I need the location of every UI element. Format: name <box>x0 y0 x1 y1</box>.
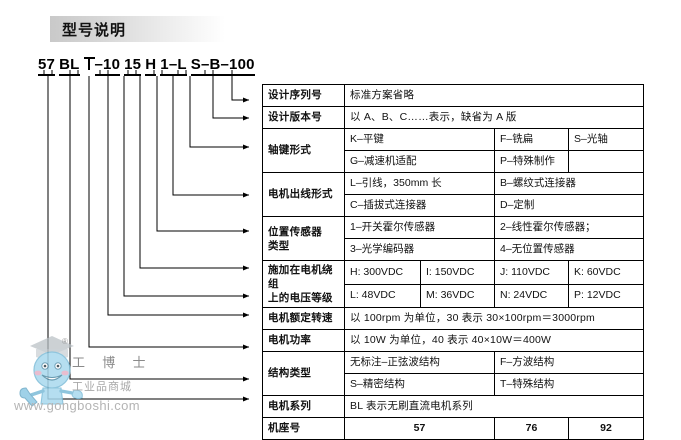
voltage-option-j: J: 110VDC <box>494 260 569 285</box>
table-row: C–插拔式连接器 D–定制 <box>263 194 645 217</box>
structure-option-f: F–方波结构 <box>493 351 645 374</box>
code-segment-voltage: H <box>145 56 157 76</box>
table-row: 设计序列号 标准方案省略 <box>262 84 645 107</box>
specification-table: 设计序列号 标准方案省略 设计版本号 以 A、B、C……表示，缺省为 A 版 轴… <box>262 84 645 440</box>
voltage-option-h: H: 300VDC <box>344 260 421 285</box>
row-label-rated-speed: 电机额定转速 <box>262 307 345 330</box>
row-label-position-sensor-type: 位置传感器 类型 <box>262 216 345 261</box>
section-title-bar: 型号说明 <box>50 16 225 42</box>
row-label-structure-type: 结构类型 <box>262 351 345 396</box>
sensor-option-1: 1–开关霍尔传感器 <box>344 216 495 239</box>
table-row: 位置传感器 类型 1–开关霍尔传感器 2–线性霍尔传感器； <box>262 216 645 261</box>
frame-size-92: 92 <box>567 417 645 440</box>
row-value-rated-speed: 以 100rpm 为单位，30 表示 30×100rpm＝3000rpm <box>343 307 645 330</box>
table-row: 电机出线形式 L–引线，350mm 长 B–螺纹式连接器 <box>262 172 645 217</box>
lead-out-option-d: D–定制 <box>493 194 645 217</box>
structure-option-s: S–精密结构 <box>344 373 495 396</box>
table-row: 电机功率 以 10W 为单位，40 表示 40×10W＝400W <box>262 329 645 352</box>
row-label-line1: 位置传感器 <box>268 225 322 238</box>
shaft-key-option-g: G–减速机适配 <box>344 150 495 173</box>
voltage-option-n: N: 24VDC <box>494 283 569 308</box>
table-row: L: 48VDC M: 36VDC N: 24VDC P: 12VDC <box>263 283 645 308</box>
table-row: 轴键形式 K–平键 F–铣扁 S–光轴 <box>262 128 645 173</box>
sensor-option-4: 4–无位置传感器 <box>493 238 645 261</box>
table-row: 结构类型 无标注–正弦波结构 F–方波结构 <box>262 351 645 396</box>
row-label-line1: 施加在电机绕组 <box>268 264 333 290</box>
row-value-design-serial: 标准方案省略 <box>343 84 645 107</box>
table-row: S–精密结构 T–特殊结构 <box>263 373 645 396</box>
frame-size-57: 57 <box>344 417 495 440</box>
row-label-design-version: 设计版本号 <box>262 106 345 129</box>
voltage-option-i: I: 150VDC <box>420 260 495 285</box>
row-value-motor-power: 以 10W 为单位，40 表示 40×10W＝400W <box>343 329 645 352</box>
lead-out-option-b: B–螺纹式连接器 <box>493 172 645 195</box>
shaft-key-option-k: K–平键 <box>344 128 495 151</box>
shaft-key-option-empty <box>567 150 645 173</box>
lead-out-option-l: L–引线，350mm 长 <box>344 172 495 195</box>
shaft-key-option-p: P–特殊制作 <box>494 150 569 173</box>
table-row: 机座号 57 76 92 <box>262 417 645 440</box>
code-segment-series: BL <box>59 56 80 76</box>
code-segment-structure: –10 <box>94 56 121 76</box>
row-label-winding-voltage: 施加在电机绕组 上的电压等级 <box>262 260 345 308</box>
shaft-key-option-s: S–光轴 <box>567 128 645 151</box>
sensor-option-2: 2–线性霍尔传感器； <box>493 216 645 239</box>
row-label-design-serial: 设计序列号 <box>262 84 345 107</box>
table-row: 电机额定转速 以 100rpm 为单位，30 表示 30×100rpm＝3000… <box>262 307 645 330</box>
code-segment-shaft-version-serial: S–B–100 <box>190 56 255 76</box>
table-row: 设计版本号 以 A、B、C……表示，缺省为 A 版 <box>262 106 645 129</box>
frame-size-76: 76 <box>494 417 569 440</box>
structure-option-t: T–特殊结构 <box>493 373 645 396</box>
voltage-option-m: M: 36VDC <box>420 283 495 308</box>
table-row: 电机系列 BL 表示无刷直流电机系列 <box>262 395 645 418</box>
table-row: 施加在电机绕组 上的电压等级 H: 300VDC I: 150VDC J: 11… <box>262 260 645 308</box>
row-label-motor-power: 电机功率 <box>262 329 345 352</box>
code-segment-power: 15 <box>124 56 142 76</box>
row-label-line2: 类型 <box>268 239 290 252</box>
code-segment-sensor-lead: 1–L <box>160 56 187 76</box>
row-label-lead-out-type: 电机出线形式 <box>262 172 345 217</box>
perpendicular-symbol-icon <box>83 56 95 70</box>
voltage-option-l: L: 48VDC <box>344 283 421 308</box>
row-label-shaft-key-type: 轴键形式 <box>262 128 345 173</box>
structure-option-none: 无标注–正弦波结构 <box>344 351 495 374</box>
voltage-option-p: P: 12VDC <box>567 283 645 308</box>
lead-out-option-c: C–插拔式连接器 <box>344 194 495 217</box>
row-value-motor-series: BL 表示无刷直流电机系列 <box>343 395 645 418</box>
shaft-key-option-f: F–铣扁 <box>494 128 569 151</box>
row-label-line2: 上的电压等级 <box>268 292 333 304</box>
row-value-design-version: 以 A、B、C……表示，缺省为 A 版 <box>343 106 645 129</box>
code-segment-frame-size: 57 <box>38 56 56 76</box>
voltage-option-k: K: 60VDC <box>567 260 645 285</box>
row-label-motor-series: 电机系列 <box>262 395 345 418</box>
row-label-frame-size: 机座号 <box>262 417 345 440</box>
page-title: 型号说明 <box>62 21 127 39</box>
sensor-option-3: 3–光学编码器 <box>344 238 495 261</box>
table-row: 3–光学编码器 4–无位置传感器 <box>263 238 645 261</box>
